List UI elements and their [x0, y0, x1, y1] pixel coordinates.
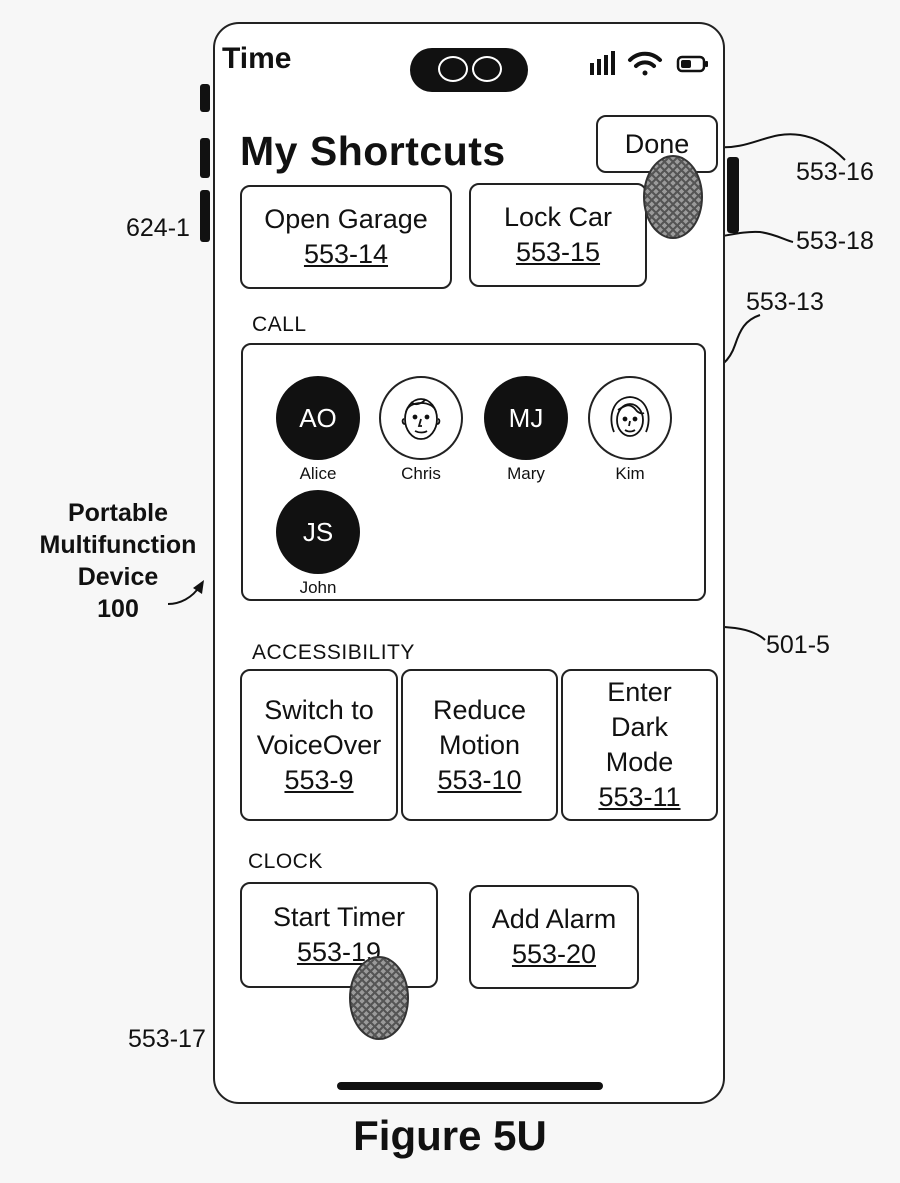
side-button-lower [200, 190, 210, 242]
start-timer-shortcut[interactable]: Start Timer 553-19 [240, 882, 438, 988]
contact-mary[interactable]: MJ Mary [481, 376, 571, 484]
shortcut-ref: 553-20 [511, 939, 597, 969]
shortcut-label-line: Mode [605, 747, 674, 777]
touch-contact-icon [643, 155, 703, 239]
shortcut-ref: 553-11 [598, 782, 681, 812]
contact-name: Mary [507, 464, 545, 483]
shortcut-label: Lock Car [503, 202, 613, 232]
shortcut-label: Add Alarm [491, 904, 617, 934]
status-icons [590, 51, 708, 76]
page-title: My Shortcuts [240, 128, 506, 174]
cellular-signal-icon [590, 51, 615, 75]
shortcut-ref: 553-14 [303, 239, 389, 269]
shortcut-label-line: Enter [607, 677, 672, 707]
device-label-line: Device [77, 563, 159, 591]
shortcut-label-line: Reduce [432, 694, 527, 725]
add-alarm-shortcut[interactable]: Add Alarm 553-20 [469, 885, 639, 989]
shortcut-label-line: VoiceOver [256, 729, 382, 760]
avatar [588, 376, 672, 460]
shortcut-label-line: Switch to [264, 694, 374, 725]
contact-kim[interactable]: Kim [585, 376, 675, 484]
device-label-line: Portable [67, 499, 169, 527]
shortcut-ref: 553-15 [515, 237, 601, 267]
shortcut-label: Open Garage [264, 204, 428, 234]
side-button-top [200, 84, 210, 112]
contact-alice[interactable]: AO Alice [273, 376, 363, 484]
lock-car-shortcut[interactable]: Lock Car 553-15 [469, 183, 647, 287]
dynamic-island [410, 48, 528, 92]
open-garage-shortcut[interactable]: Open Garage 553-14 [240, 185, 452, 289]
shortcut-ref: 553-9 [284, 764, 354, 795]
avatar: MJ [484, 376, 568, 460]
status-time: Time [222, 42, 292, 75]
home-indicator [337, 1082, 603, 1090]
contact-name: John [299, 578, 337, 597]
contact-name: Kim [615, 464, 645, 483]
camera-right-icon [472, 56, 502, 82]
power-button [727, 157, 739, 233]
side-button-middle [200, 138, 210, 178]
annotation-553-16: 553-16 [796, 158, 874, 186]
contact-chris[interactable]: Chris [376, 376, 466, 484]
contact-name: Alice [299, 464, 337, 483]
woman-face-icon [610, 396, 650, 437]
shortcut-label-line: Dark [610, 712, 668, 742]
touch-contact-icon [349, 956, 409, 1040]
reduce-motion-shortcut[interactable]: Reduce Motion 553-10 [401, 669, 558, 821]
device-label-line: 100 [97, 595, 139, 623]
avatar: JS [276, 490, 360, 574]
figure-caption: Figure 5U [353, 1112, 547, 1159]
section-label-accessibility: ACCESSIBILITY [252, 641, 415, 664]
camera-left-icon [438, 56, 468, 82]
enter-dark-mode-shortcut[interactable]: Enter Dark Mode 553-11 [561, 669, 718, 821]
shortcut-ref: 553-10 [437, 764, 522, 795]
wifi-icon [628, 51, 662, 76]
shortcut-label-line: Motion [438, 729, 521, 760]
battery-icon [676, 55, 708, 73]
device-label-line: Multifunction [39, 531, 197, 559]
contact-john[interactable]: JS John [273, 490, 363, 598]
annotation-553-17: 553-17 [128, 1025, 206, 1053]
section-label-clock: CLOCK [248, 850, 323, 873]
contact-name: Chris [401, 464, 441, 483]
device-label: Portable Multifunction Device 100 [18, 497, 218, 625]
man-face-icon [401, 398, 441, 440]
annotation-553-18: 553-18 [796, 227, 874, 255]
annotation-624-1: 624-1 [126, 214, 190, 242]
switch-to-voiceover-shortcut[interactable]: Switch to VoiceOver 553-9 [240, 669, 398, 821]
annotation-501-5: 501-5 [766, 631, 830, 659]
annotation-553-13: 553-13 [746, 288, 824, 316]
avatar: AO [276, 376, 360, 460]
avatar [379, 376, 463, 460]
shortcut-label: Start Timer [272, 902, 406, 932]
leader-553-16 [717, 133, 846, 161]
section-label-call: CALL [252, 313, 307, 336]
